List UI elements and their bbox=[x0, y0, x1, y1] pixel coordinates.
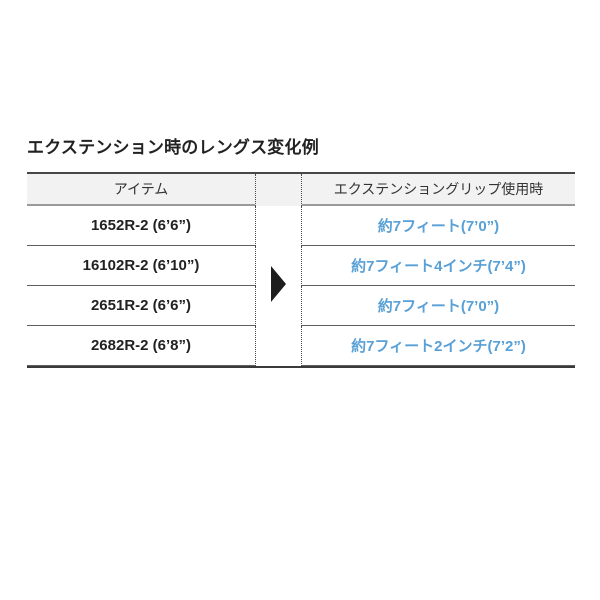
arrow-right-icon bbox=[271, 266, 286, 302]
length-change-section: エクステンション時のレングス変化例 アイテム エクステンショングリップ使用時 1… bbox=[27, 137, 575, 368]
table-row: 16102R-2 (6’10”) 約7フィート4インチ(7’4”) bbox=[27, 246, 575, 286]
extended-length: 約7フィート(7’0”) bbox=[377, 298, 500, 315]
extended-length: 約7フィート(7’0”) bbox=[377, 218, 500, 235]
item-code: 2682R-2 (6’8”) bbox=[90, 337, 192, 354]
column-header-extended: エクステンショングリップ使用時 bbox=[302, 174, 575, 206]
gap-cell bbox=[255, 326, 302, 366]
table-row: 2682R-2 (6’8”) 約7フィート2インチ(7’2”) bbox=[27, 326, 575, 366]
item-code: 2651R-2 (6’6”) bbox=[90, 297, 192, 314]
gap-cell bbox=[255, 286, 302, 326]
gap-cell bbox=[255, 206, 302, 246]
table-header-row: アイテム エクステンショングリップ使用時 bbox=[27, 174, 575, 206]
item-code: 16102R-2 (6’10”) bbox=[82, 257, 200, 274]
header-gap-cell bbox=[255, 174, 302, 206]
table-row: 1652R-2 (6’6”) 約7フィート(7’0”) bbox=[27, 206, 575, 246]
item-code: 1652R-2 (6’6”) bbox=[90, 217, 192, 234]
extended-length: 約7フィート4インチ(7’4”) bbox=[351, 258, 526, 275]
length-change-table: アイテム エクステンショングリップ使用時 1652R-2 (6’6”) 約7フィ… bbox=[27, 172, 575, 368]
column-header-item: アイテム bbox=[27, 174, 255, 206]
section-title: エクステンション時のレングス変化例 bbox=[27, 138, 319, 157]
extended-length: 約7フィート2インチ(7’2”) bbox=[351, 338, 526, 355]
gap-cell bbox=[255, 246, 302, 286]
table-row: 2651R-2 (6’6”) 約7フィート(7’0”) bbox=[27, 286, 575, 326]
